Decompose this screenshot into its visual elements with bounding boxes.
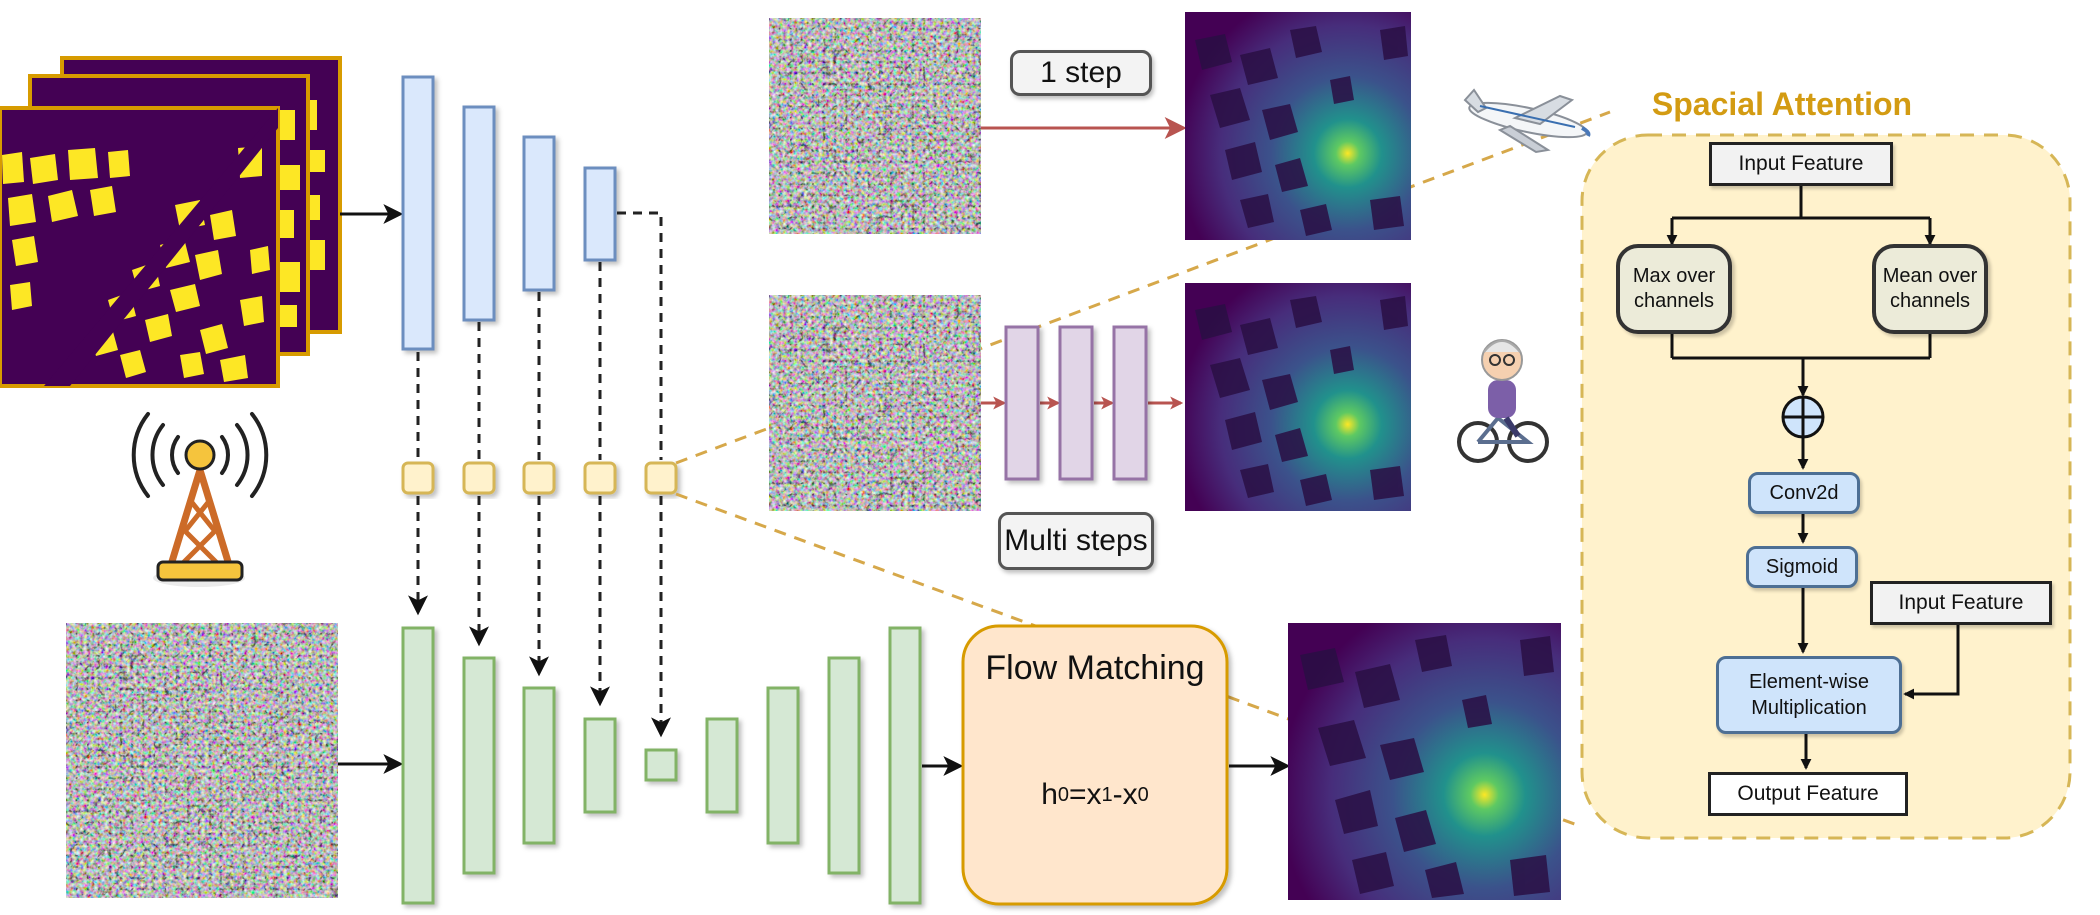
one-step-label: 1 step (1010, 50, 1152, 96)
formula-h-sub: 0 (1057, 783, 1070, 806)
radio-tower-icon (131, 412, 269, 587)
encoder (401, 75, 617, 351)
mean-over-channels-box: Mean over channels (1872, 244, 1988, 334)
decoder-bottleneck (644, 748, 678, 782)
airplane-icon (1463, 88, 1591, 154)
decoder (401, 626, 922, 905)
output-feature-box: Output Feature (1708, 772, 1908, 816)
conv2d-box: Conv2d (1748, 472, 1860, 514)
skip-connections (401, 461, 678, 495)
formula-eq: =x (1069, 778, 1102, 811)
skip-block-5 (644, 461, 678, 495)
max-over-channels-box: Max over channels (1616, 244, 1732, 334)
decoder-block-8 (827, 656, 861, 875)
decoder-block-4 (583, 717, 617, 814)
cyclist-icon (1457, 339, 1549, 463)
encoder-block-1 (401, 75, 435, 351)
decoder-block-7 (766, 686, 800, 845)
noise-image-icon (66, 623, 338, 898)
plus-circle-icon (1781, 395, 1825, 439)
mean-line-1: Mean over (1882, 265, 1978, 287)
heatmap-icon (1185, 283, 1411, 511)
decoder-block-2 (462, 656, 496, 875)
input-feature-box: Input Feature (1709, 142, 1893, 186)
step-block-3 (1112, 325, 1148, 481)
encoder-block-2 (462, 105, 496, 322)
elementwise-multiplication-box: Element-wise Multiplication (1716, 656, 1902, 734)
decoder-block-6 (705, 717, 739, 814)
elementwise-line-2: Multiplication (1751, 697, 1867, 719)
skip-block-1 (401, 461, 435, 495)
elementwise-line-1: Element-wise (1748, 671, 1870, 693)
decoder-block-1 (401, 626, 435, 905)
building-map-icon (0, 106, 280, 388)
noise-image-icon (769, 18, 981, 234)
flow-matching-box (961, 624, 1229, 906)
formula-h: h (1041, 778, 1058, 811)
formula-x0-sub: 0 (1137, 783, 1149, 806)
mean-line-2: channels (1889, 290, 1971, 312)
input-feature-box-2: Input Feature (1870, 581, 2052, 625)
heatmap-icon (1185, 12, 1411, 240)
step-block-1 (1004, 325, 1040, 481)
noise-image-icon (769, 295, 981, 511)
encoder-block-3 (522, 135, 556, 292)
skip-block-4 (583, 461, 617, 495)
formula-x1-sub: 1 (1101, 783, 1113, 806)
formula-minus: -x (1112, 778, 1138, 811)
attention-title: Spacial Attention (1651, 85, 1913, 122)
attention-flow-lines (1666, 186, 1960, 770)
max-line-2: channels (1633, 290, 1715, 312)
building-map-stack (0, 56, 342, 388)
flow-matching-title: Flow Matching (985, 648, 1205, 687)
multi-steps-label: Multi steps (998, 512, 1154, 570)
decoder-block-3 (522, 686, 556, 845)
heatmap-icon (1288, 623, 1561, 900)
encoder-block-4 (583, 166, 617, 262)
skip-block-2 (462, 461, 496, 495)
max-line-1: Max over (1632, 265, 1716, 287)
step-block-2 (1058, 325, 1094, 481)
decoder-block-9 (888, 626, 922, 905)
sigmoid-box: Sigmoid (1746, 546, 1858, 588)
multi-step-blocks (1004, 325, 1148, 481)
skip-block-3 (522, 461, 556, 495)
